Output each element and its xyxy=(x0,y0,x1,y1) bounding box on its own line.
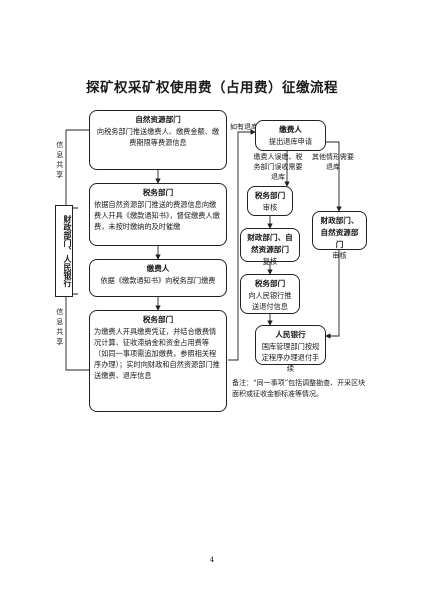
share-label-top: 信息共享 xyxy=(55,141,64,181)
arrow-other-to-pboc xyxy=(325,250,340,339)
sw-send-text: 向人民银行推送退付信息 xyxy=(248,290,292,311)
sw-notice-text: 依据自然资源部门推送的费源信息向缴费人开具《缴款通知书》，督促缴费人缴费，未按时… xyxy=(94,199,220,232)
payer-apply-head: 缴费人 xyxy=(146,264,170,273)
sw-send-box: 税务部门 向人民银行推送退付信息 xyxy=(240,274,300,314)
sw-review-text: 审核 xyxy=(262,202,278,212)
page-title: 探矿权采矿权使用费（占用费）征缴流程 xyxy=(86,80,338,96)
page-number: 4 xyxy=(209,556,215,564)
refund-if-label: 如有退库 xyxy=(230,123,258,131)
zr-push-box: 自然资源部门 向税务部门推送缴费人、缴费金额、缴费期限等费源信息 xyxy=(89,110,227,170)
other-case-text: 其他情形需要退库 xyxy=(312,153,354,171)
payer-apply-box: 缴费人 依据《缴款通知书》向税务部门缴费 xyxy=(89,259,227,297)
zr-other-head: 财政部门、自然资源部门 xyxy=(320,216,359,249)
pboc-box: 人民银行 国库管理部门按规定程序办理退付手续 xyxy=(255,325,326,373)
zr-other-text: 审核 xyxy=(332,251,347,261)
arrow-issue-to-refund xyxy=(228,129,256,361)
recheck-head: 财政部门、自然资源部门 xyxy=(247,233,293,254)
refund-payer-box: 缴费人 提出退库申请 xyxy=(255,120,326,151)
share-bracket-bottom xyxy=(65,293,89,371)
zr-push-text: 向税务部门推送缴费人、缴费金额、缴费期限等费源信息 xyxy=(96,126,220,147)
sw-issue-head: 税务部门 xyxy=(142,315,174,324)
sw-notice-head: 税务部门 xyxy=(142,188,174,197)
footnote: 备注：“同一事项”包括调整勘查、开采区块面积或征收金额标准等情况。 xyxy=(232,379,366,399)
sw-issue-box: 税务部门 为缴费人开具缴费凭证，并结合缴费情况计算、征收滞纳金和资金占用费等（如… xyxy=(89,310,227,412)
payer-mistake-text: 缴费人误缴、税务部门误收需要退库 xyxy=(253,153,303,181)
zr-push-head: 自然资源部门 xyxy=(135,115,181,124)
recheck-box: 财政部门、自然资源部门 复核 xyxy=(240,228,300,266)
share-bracket-top xyxy=(65,129,89,209)
refund-payer-text: 提出退库申请 xyxy=(268,136,313,146)
other-case-label: 其他情形需要退库 xyxy=(312,153,354,173)
sw-issue-text: 为缴费人开具缴费凭证，并结合缴费情况计算、征收滞纳金和资金占用费等（如同一事项需… xyxy=(94,326,220,381)
sw-review-box: 税务部门 审核 xyxy=(247,186,293,216)
refund-payer-head: 缴费人 xyxy=(279,125,302,134)
pboc-head: 人民银行 xyxy=(275,330,306,339)
payer-apply-text: 依据《缴款通知书》向税务部门缴费 xyxy=(100,275,216,285)
share-label-bottom: 信息共享 xyxy=(55,308,64,348)
sw-notice-box: 税务部门 依据自然资源部门推送的费源信息向缴费人开具《缴款通知书》，督促缴费人缴… xyxy=(89,183,227,246)
pboc-text: 国库管理部门按规定程序办理退付手续 xyxy=(261,341,320,374)
sw-send-head: 税务部门 xyxy=(254,279,286,288)
recheck-text: 复核 xyxy=(262,256,278,266)
payer-mistake-label: 缴费人误缴、税务部门误收需要退库 xyxy=(251,153,305,182)
zr-other-box: 财政部门、自然资源部门 审核 xyxy=(312,211,367,260)
finance-pboc-box: 财政部门、人民银行 xyxy=(55,205,73,297)
sw-review-head: 税务部门 xyxy=(254,191,286,200)
